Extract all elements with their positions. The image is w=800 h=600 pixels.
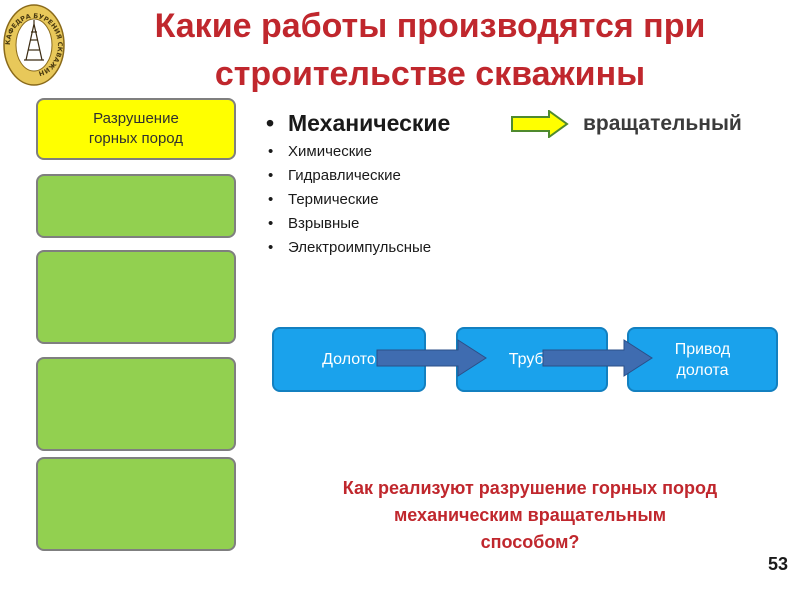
question-text: Как реализуют разрушение горных пород ме… <box>342 478 718 552</box>
list-item-mechanical: • Механические <box>266 106 450 140</box>
yellow-arrow-icon <box>511 110 569 138</box>
list-item: • Гидравлические <box>266 164 450 188</box>
bullet-icon: • <box>268 143 274 160</box>
bit-drive-box: Привод долота <box>627 327 778 392</box>
department-logo: КАФЕДРА БУРЕНИЯ СКВАЖИН <box>3 4 65 86</box>
drilling-rig-icon <box>24 20 44 61</box>
bullet-icon: • <box>266 110 275 136</box>
green-box-2 <box>36 250 236 344</box>
arrow-right-icon <box>542 339 653 377</box>
rock-destruction-label-line1: Разрушение <box>93 110 179 127</box>
list-item: • Электроимпульсные <box>266 236 450 260</box>
bullet-icon: • <box>268 167 274 184</box>
bullet-icon: • <box>268 239 274 256</box>
page-number: 53 <box>767 554 788 574</box>
list-item: • Взрывные <box>266 212 450 236</box>
rock-destruction-label-line2: горных пород <box>88 130 184 147</box>
bullet-icon: • <box>268 215 274 232</box>
bullet-icon: • <box>268 191 274 208</box>
green-box-4 <box>36 457 236 551</box>
green-box-3 <box>36 357 236 451</box>
arrow-right-icon <box>376 339 487 377</box>
methods-list: • Механические • Химические • Гидравличе… <box>266 106 450 260</box>
page-title: Какие работы производятся при строительс… <box>154 7 706 93</box>
rotational-label: вращательный <box>583 112 742 135</box>
list-item: • Термические <box>266 188 450 212</box>
list-item: • Химические <box>266 140 450 164</box>
green-box-1 <box>36 174 236 238</box>
rock-destruction-box: Разрушение горных пород <box>36 98 236 160</box>
